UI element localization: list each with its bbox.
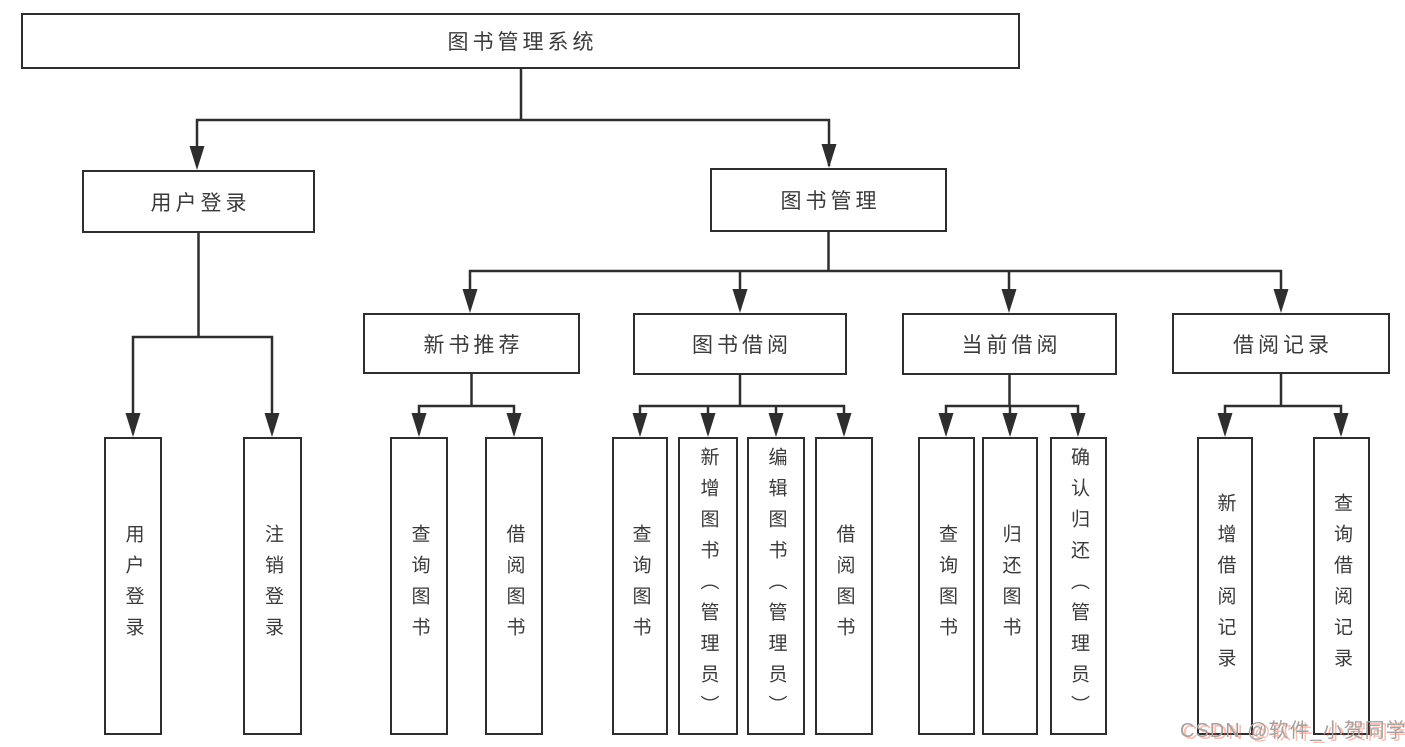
arrowhead-icon bbox=[506, 413, 522, 437]
leaf-edit-book-admin-label: 编辑图书（管理员） bbox=[765, 446, 787, 726]
arrowhead-icon bbox=[1217, 413, 1233, 437]
node-root: 图书管理系统 bbox=[21, 13, 1020, 69]
leaf-add-book-admin: 新增图书（管理员） bbox=[678, 437, 738, 735]
leaf-user-login-label: 用户登录 bbox=[122, 524, 144, 648]
leaf-borrow-book-1-label: 借阅图书 bbox=[503, 524, 525, 648]
arrowhead-icon bbox=[125, 413, 141, 437]
leaf-query-book-3-label: 查询图书 bbox=[936, 524, 957, 648]
leaf-add-borrow-record-label: 新增借阅记录 bbox=[1214, 493, 1236, 679]
leaf-logout: 注销登录 bbox=[243, 437, 302, 735]
leaf-confirm-return-admin-label: 确认归还（管理员） bbox=[1068, 446, 1089, 726]
leaf-borrow-book-2: 借阅图书 bbox=[815, 437, 873, 735]
arrowhead-icon bbox=[411, 413, 427, 437]
arrowhead-icon bbox=[1273, 289, 1289, 313]
leaf-query-borrow-record: 查询借阅记录 bbox=[1313, 437, 1370, 735]
arrowhead-icon bbox=[1001, 289, 1017, 313]
arrowhead-icon bbox=[938, 413, 954, 437]
leaf-query-borrow-record-label: 查询借阅记录 bbox=[1331, 493, 1352, 679]
node-new-book-recommend: 新书推荐 bbox=[363, 313, 580, 374]
arrowhead-icon bbox=[462, 289, 478, 313]
arrowhead-icon bbox=[632, 413, 648, 437]
arrowhead-icon bbox=[189, 146, 205, 170]
arrowhead-icon bbox=[264, 413, 280, 437]
arrowhead-icon bbox=[768, 413, 784, 437]
node-user-login: 用户登录 bbox=[82, 170, 315, 233]
node-book-borrow-label: 图书借阅 bbox=[692, 334, 792, 357]
node-new-book-recommend-label: 新书推荐 bbox=[423, 333, 524, 357]
node-user-login-label: 用户登录 bbox=[150, 191, 251, 215]
leaf-query-book-1-label: 查询图书 bbox=[408, 524, 430, 648]
node-book-management: 图书管理 bbox=[710, 168, 947, 232]
arrowhead-icon bbox=[1070, 413, 1086, 437]
arrowhead-icon bbox=[836, 413, 852, 437]
leaf-query-book-2-label: 查询图书 bbox=[629, 524, 651, 648]
node-book-borrow: 图书借阅 bbox=[633, 313, 847, 375]
leaf-user-login: 用户登录 bbox=[104, 437, 162, 735]
node-book-management-label: 图书管理 bbox=[780, 190, 881, 213]
node-borrow-records: 借阅记录 bbox=[1172, 313, 1390, 374]
leaf-query-book-3: 查询图书 bbox=[918, 437, 975, 735]
leaf-query-book-2: 查询图书 bbox=[612, 437, 668, 735]
arrowhead-group bbox=[125, 144, 1349, 437]
leaf-query-book-1: 查询图书 bbox=[390, 437, 448, 735]
arrowhead-icon bbox=[1002, 413, 1018, 437]
node-root-label: 图书管理系统 bbox=[447, 31, 598, 54]
node-current-borrow: 当前借阅 bbox=[902, 313, 1117, 375]
arrowhead-icon bbox=[1333, 413, 1349, 437]
leaf-add-borrow-record: 新增借阅记录 bbox=[1197, 437, 1253, 735]
node-borrow-records-label: 借阅记录 bbox=[1233, 333, 1333, 357]
node-current-borrow-label: 当前借阅 bbox=[961, 334, 1062, 357]
leaf-return-book-label: 归还图书 bbox=[999, 524, 1021, 648]
leaf-borrow-book-1: 借阅图书 bbox=[485, 437, 543, 735]
arrowhead-icon bbox=[700, 413, 716, 437]
leaf-logout-label: 注销登录 bbox=[262, 524, 283, 648]
arrowhead-icon bbox=[821, 144, 837, 168]
leaf-confirm-return-admin: 确认归还（管理员） bbox=[1050, 437, 1107, 735]
arrowhead-icon bbox=[732, 289, 748, 313]
leaf-add-book-admin-label: 新增图书（管理员） bbox=[697, 446, 719, 726]
leaf-edit-book-admin: 编辑图书（管理员） bbox=[747, 437, 805, 735]
leaf-borrow-book-2-label: 借阅图书 bbox=[833, 524, 855, 648]
leaf-return-book: 归还图书 bbox=[982, 437, 1038, 735]
